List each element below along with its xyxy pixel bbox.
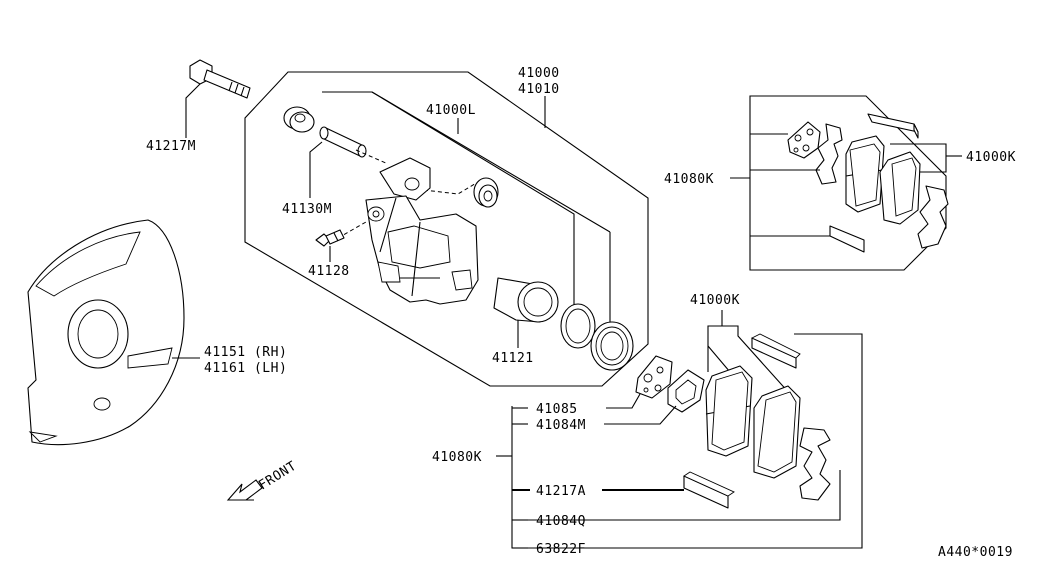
- leader-lower-pad: [707, 345, 731, 373]
- lower-clip-part: [750, 333, 801, 369]
- label-41151: 41151 (RH): [204, 345, 287, 360]
- label-41161: 41161 (LH): [204, 361, 287, 376]
- leader-upper-41000K: [890, 143, 947, 173]
- front-label: FRONT: [256, 459, 299, 494]
- upper-shim-part: [787, 121, 821, 159]
- label-41084M: 41084M: [536, 418, 586, 433]
- piston-seal-part: [560, 303, 596, 349]
- piston-boot-part: [590, 321, 634, 371]
- upper-kit-outline: [749, 95, 947, 271]
- caliper-sub-edge: [371, 91, 611, 233]
- upper-pad-right-part: [879, 151, 921, 225]
- piston-part: [493, 277, 559, 323]
- assembly-path: [355, 149, 389, 165]
- upper-clip-2-part: [829, 225, 865, 253]
- label-41000: 41000: [518, 66, 560, 81]
- bolt-part: [189, 59, 251, 99]
- label-41130M: 41130M: [282, 202, 332, 217]
- lower-pad-right-part: [753, 385, 801, 479]
- guide-pin-part: [319, 126, 367, 158]
- baffle-plate-part: [27, 219, 185, 446]
- upper-spring-part: [815, 123, 843, 185]
- lower-shim-2-part: [667, 369, 705, 413]
- label-41217A: 41217A: [536, 484, 586, 499]
- upper-clip-part: [867, 113, 919, 139]
- pin-boot-part: [283, 106, 315, 133]
- upper-pad-left-part: [845, 135, 885, 213]
- bleeder-part: [315, 229, 345, 247]
- leader-41084M-2: [604, 405, 677, 425]
- label-lower-41080K: 41080K: [432, 450, 482, 465]
- lower-shim-part: [635, 355, 673, 399]
- label-41084Q: 41084Q: [536, 514, 586, 529]
- caliper-body-part: [365, 157, 479, 305]
- caliper-group-outline: [244, 71, 649, 387]
- assembly-path-3: [337, 221, 367, 239]
- lower-pad-left-part: [705, 365, 753, 457]
- lower-kit-outline: [511, 333, 863, 549]
- leader-41085: [606, 393, 641, 409]
- label-63822F: 63822F: [536, 542, 586, 557]
- bushing-part: [473, 177, 499, 208]
- label-upper-41080K: 41080K: [664, 172, 714, 187]
- label-41085: 41085: [536, 402, 578, 417]
- label-41010: 41010: [518, 82, 560, 97]
- label-41217M: 41217M: [146, 139, 196, 154]
- assembly-path-2: [423, 181, 479, 195]
- lower-41217A-part: [683, 471, 735, 509]
- label-41000L: 41000L: [426, 103, 476, 118]
- upper-side-spring-part: [917, 185, 949, 249]
- label-41128: 41128: [308, 264, 350, 279]
- lower-spring-part: [799, 427, 831, 501]
- label-41121: 41121: [492, 351, 534, 366]
- label-upper-41000K: 41000K: [966, 150, 1016, 165]
- label-lower-41000K: 41000K: [690, 293, 740, 308]
- leader-41217M: [185, 83, 201, 138]
- diagram-code: A440*0019: [938, 545, 1013, 560]
- leader-41130M: [309, 141, 323, 198]
- front-arrow-icon: [226, 479, 263, 501]
- lower-kit-41000K-leader: [707, 325, 791, 395]
- caliper-sub-outline: [322, 91, 575, 318]
